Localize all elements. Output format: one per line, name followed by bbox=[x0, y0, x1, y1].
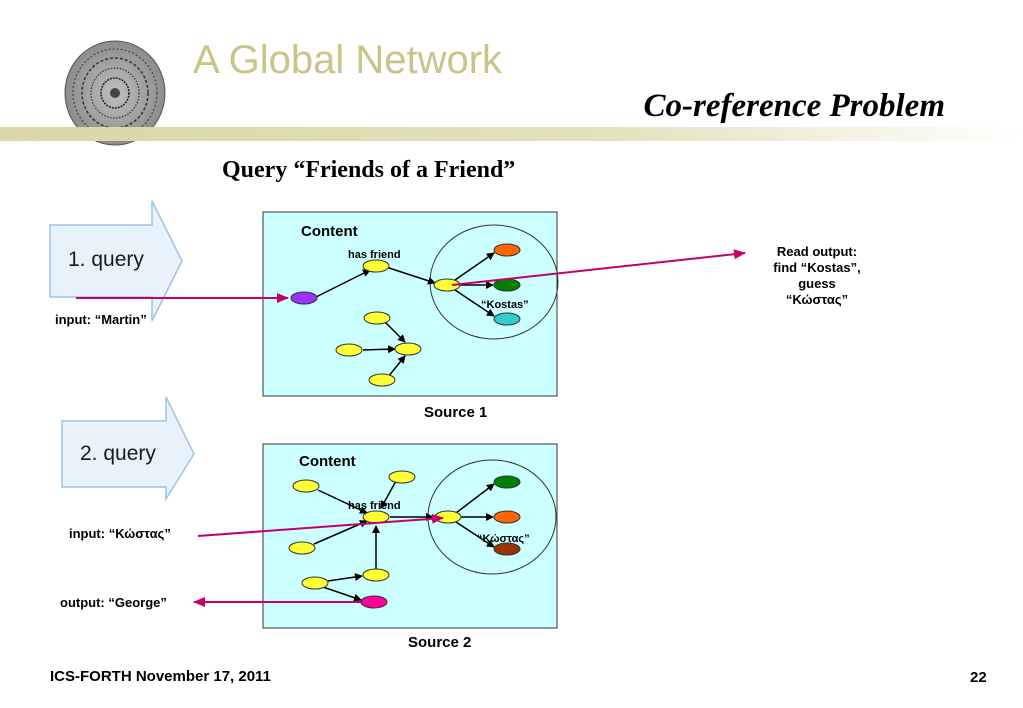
kostas-node bbox=[493, 312, 521, 326]
query-2-label: 2. query bbox=[80, 442, 156, 465]
diagram-title: Query “Friends of a Friend” bbox=[222, 157, 516, 183]
yellow-node bbox=[388, 470, 416, 484]
read-output-note: Read output: find “Kostas”, guess “Κώστα… bbox=[752, 244, 882, 308]
yellow-node bbox=[288, 541, 316, 555]
friend-node bbox=[362, 259, 390, 273]
friend-node bbox=[362, 510, 390, 524]
output-george-label: output: “George” bbox=[60, 595, 167, 610]
read-output-line-1: Read output: bbox=[776, 244, 858, 259]
yellow-node bbox=[301, 576, 329, 590]
input-kostas-label: input: “Κώστας” bbox=[69, 526, 171, 541]
source-1-label: Source 1 bbox=[424, 404, 488, 421]
george-node bbox=[360, 595, 388, 609]
yellow-node bbox=[335, 343, 363, 357]
source-2-content-label: Content bbox=[299, 453, 356, 470]
source-2-edge-label: has friend bbox=[348, 500, 401, 512]
kostas-label: “Kostas” bbox=[481, 299, 529, 311]
yellow-node bbox=[363, 311, 391, 325]
martin-node bbox=[290, 291, 318, 305]
header-title: A Global Network bbox=[193, 38, 503, 82]
brown-node bbox=[493, 542, 521, 556]
footer-text: ICS-FORTH November 17, 2011 bbox=[50, 668, 271, 685]
orange-node bbox=[493, 243, 521, 257]
read-output-link bbox=[451, 249, 746, 286]
header-bar bbox=[0, 127, 1023, 141]
read-output-line-3: guess bbox=[798, 276, 836, 291]
slide-subtitle: Co-reference Problem bbox=[643, 88, 946, 124]
green-node bbox=[493, 475, 521, 489]
kostas-greek-label: “Κώστας” bbox=[477, 533, 530, 545]
yellow-node bbox=[394, 342, 422, 356]
query-1-label: 1. query bbox=[68, 248, 144, 271]
query-2-arrow-shape bbox=[61, 396, 195, 502]
read-output-line-2: find “Kostas”, bbox=[773, 260, 861, 275]
input-martin-label: input: “Martin” bbox=[55, 312, 147, 327]
yellow-node bbox=[292, 479, 320, 493]
forth-seal-logo bbox=[64, 40, 166, 146]
source-2-label: Source 2 bbox=[408, 634, 472, 651]
kostas-greek-node bbox=[434, 510, 462, 524]
query-1-arrow-shape bbox=[49, 200, 183, 322]
page-number: 22 bbox=[970, 669, 987, 686]
yellow-node bbox=[362, 568, 390, 582]
orange-node bbox=[493, 510, 521, 524]
read-output-line-4: “Κώστας” bbox=[785, 292, 849, 307]
source-1-content-box bbox=[262, 211, 558, 397]
source-1-edge-label: has friend bbox=[348, 249, 401, 261]
input-kostas-link bbox=[197, 513, 444, 537]
source-1-content-label: Content bbox=[301, 223, 358, 240]
yellow-node bbox=[368, 373, 396, 387]
